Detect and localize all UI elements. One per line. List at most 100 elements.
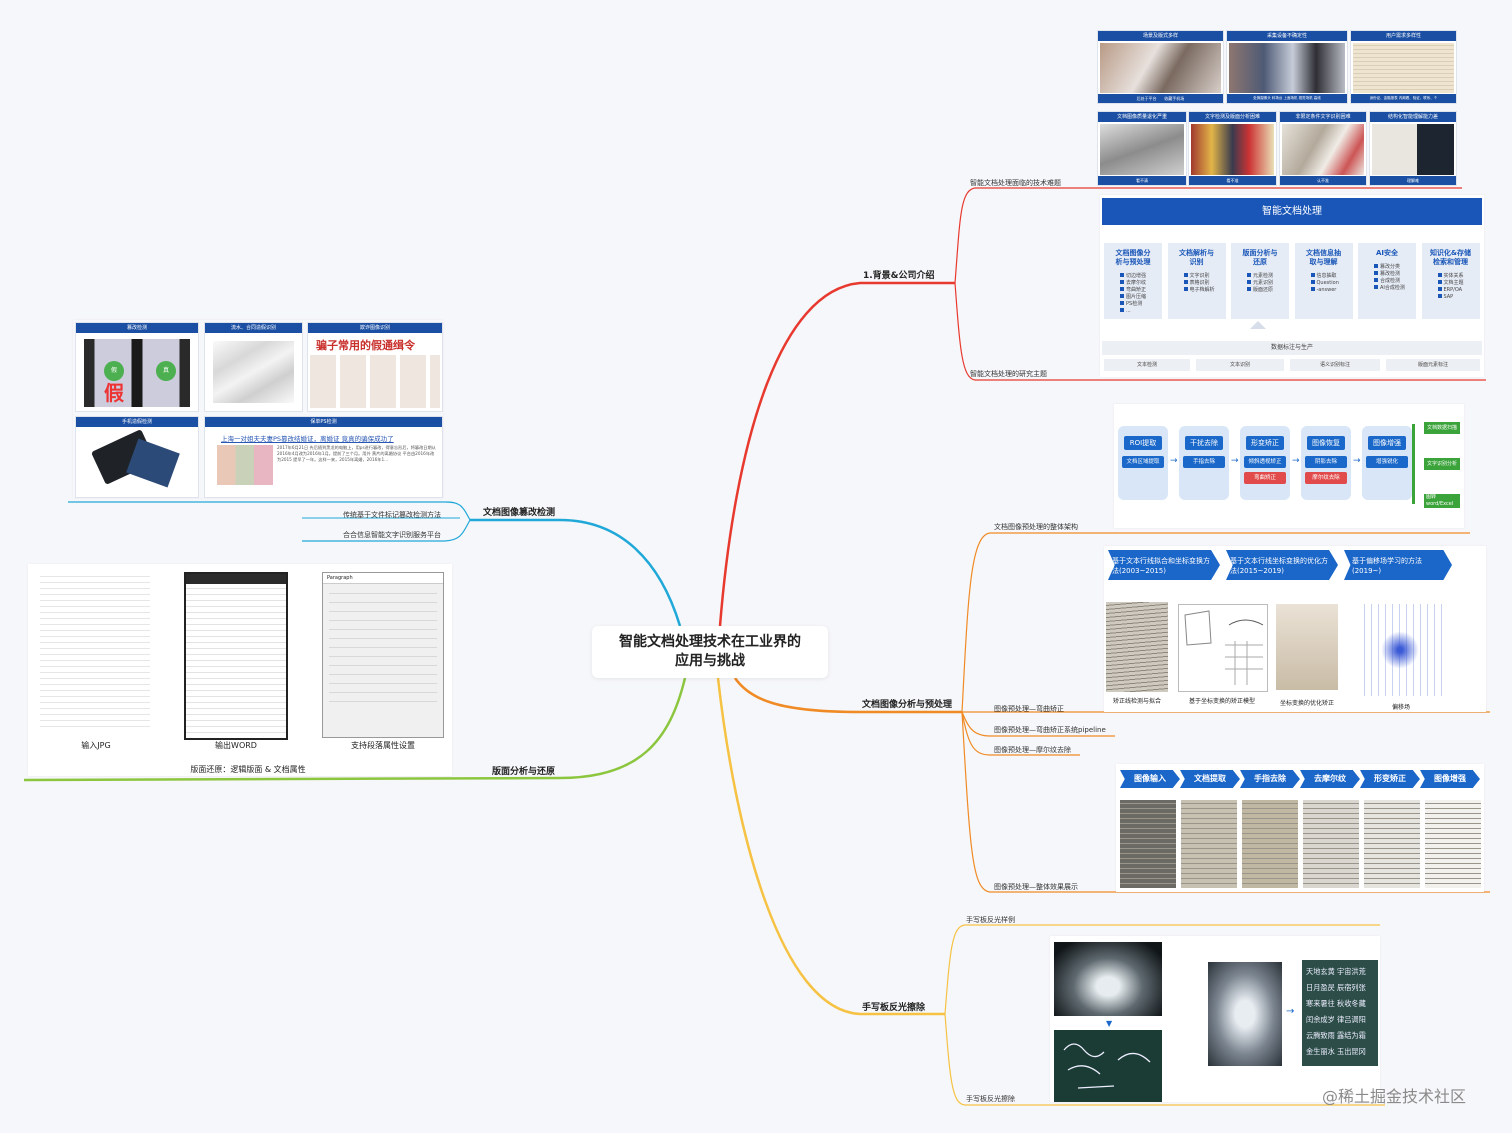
paragraph-dialog: Paragraph [322,572,444,738]
paragraph-dialog-title: Paragraph [323,573,443,584]
output-word-image [184,572,288,740]
annotation-row: 数据标注与生产 [1102,341,1482,355]
pipeline-image [1303,800,1359,888]
fraud-headline: 骗子常用的假通缉令 [316,339,415,352]
leaf-reflection-sample[interactable]: 手写板反光样例 [966,916,1015,924]
arch-stage-title: 图像增强 [1368,436,1406,450]
tamper-title: 欺诈图像识别 [308,323,442,333]
difficulty-caption: 认不准 [1280,176,1366,185]
real-mark: 真 [156,361,176,381]
link-bg [718,281,955,627]
reflection-panel: ▼ → 天地玄黄 宇宙洪荒日月盈昃 辰宿列张寒来暑往 秋收冬藏闰余成岁 律吕调阳… [1050,936,1380,1102]
input-jpg-image [40,572,150,732]
output-ocr: 文字识别分析 [1424,458,1460,470]
link-layout [23,677,687,782]
tamper-title: 保单PS检测 [205,417,442,427]
pipeline-image [1425,800,1481,888]
leaf-curve-correction[interactable]: 图像预处理—弯曲矫正 [994,705,1064,713]
difficulty-caption: 看不准 [1189,176,1276,185]
leaf-effect-display[interactable]: 图像预处理—整体效果展示 [994,883,1078,891]
tablet-reflection [1208,962,1282,1066]
research-item: 篡改分类 [1374,264,1416,271]
arrow-right-icon: → [1231,456,1239,466]
arrow-right-icon: → [1353,456,1361,466]
check-icon [1374,285,1378,289]
check-icon [1374,271,1378,275]
leaf-architecture[interactable]: 文档图像预处理的整体架构 [994,523,1078,531]
branch-layout-analysis[interactable]: 版面分析与还原 [492,767,556,777]
central-topic-line2: 应用与挑战 [675,653,745,669]
leaf-intsig-platform[interactable]: 合合信息智能文字识别服务平台 [343,531,441,539]
difficulty-title: 非限定条件文字识别困难 [1280,112,1366,122]
tamper-tile: 保单PS检测 上海一对姐夫夫妻PS篡改结婚证，离婚证 竟真的骗保成功了 2017… [204,416,443,498]
branch-background[interactable]: 1.背景&公司介绍 [863,271,935,281]
research-item: 元素检测 [1247,273,1289,280]
check-icon [1183,273,1188,277]
check-icon [1120,308,1124,312]
research-item: 切边增强 [1120,273,1162,280]
caption-paragraph-setting: 支持段落属性设置 [351,741,415,750]
branch-image-analysis[interactable]: 文档图像分析与预处理 [862,700,953,710]
difficulty-title: 文字检测及版面分析困难 [1189,112,1276,122]
link-tamper-leaf1 [68,501,471,521]
branch-reflection-removal[interactable]: 手写板反光擦除 [862,1003,926,1013]
difficulty-captions: 处换摄像头 科场台 上面场机 视觉场机 高线 [1227,94,1347,103]
arch-stage-title: 干扰去除 [1185,436,1223,450]
research-item: -answer [1310,287,1353,294]
handwriting-line: 天地玄黄 宇宙洪荒 [1306,967,1366,976]
policy-body: 2017年6月21日 先后随到黑龙的电脑上，用ps进行篡改，得意忘形后，将篡改日… [277,445,436,462]
annotation-item: 版面元素标注 [1386,359,1480,371]
leaf-research-topics[interactable]: 智能文档处理的研究主题 [970,370,1047,378]
central-topic[interactable]: 智能文档处理技术在工业界的 应用与挑战 [592,626,828,678]
branch-tamper-detection[interactable]: 文档图像篡改检测 [483,508,556,518]
pipeline-step: 去摩尔纹 [1300,770,1360,788]
leaf-pipeline[interactable]: 图像预处理—弯曲矫正系统pipeline [994,726,1106,734]
arch-stage-sub: 阴影去除 [1305,456,1347,468]
link-tamper-leaf2 [302,519,471,542]
arrow-right-icon: → [1292,456,1300,466]
arch-stage-sub: 文档区域提取 [1122,456,1164,468]
difficulty-caption: 理解难 [1370,176,1456,185]
fake-mark: 假 [104,361,124,381]
output-word: 图转word/Excel [1424,494,1460,508]
tamper-tile: 流水、合同造假识别 [204,322,303,412]
arch-stage: 图像增强增强锐化 [1362,426,1412,500]
tamper-title: 流水、合同造假识别 [205,323,302,333]
leaf-difficulties[interactable]: 智能文档处理面临的技术难题 [970,179,1061,187]
link-tamper [470,518,682,627]
arch-stage: 形变矫正倾斜透视矫正弯曲矫正 [1240,426,1290,500]
arrow-right-icon: → [1170,456,1178,466]
pipeline-panel: 图像输入文档提取手指去除去摩尔纹形变矫正图像增强 [1116,764,1484,892]
pipeline-image [1181,800,1237,888]
leaf-moire-removal[interactable]: 图像预处理—摩尔纹去除 [994,746,1071,754]
annotation-item: 语义识别标注 [1290,359,1380,371]
research-item: ... [1120,308,1162,315]
handwriting-line: 寒来暑往 秋收冬藏 [1306,999,1366,1008]
handwriting-line: 金生丽水 玉出昆冈 [1306,1047,1366,1056]
check-icon [1120,287,1124,291]
check-icon [1310,280,1315,284]
tamper-tile: 篡改检测 假 真 假 [75,322,199,412]
check-icon [1120,280,1124,284]
link-bg-leaf1 [954,187,1462,284]
curve-correction-panel: 基于文本行线拟合和坐标变换方法(2003~2015) 基于文本行线坐标变换的优化… [1104,546,1486,712]
arch-stage: 干扰去除手指去除 [1179,426,1229,500]
check-icon [1437,287,1442,291]
caption-input-jpg: 输入JPG [81,741,111,750]
research-item: SAP [1437,294,1480,301]
research-item: 版面还原 [1247,287,1289,294]
pipeline-step: 图像增强 [1420,770,1480,788]
central-topic-line1: 智能文档处理技术在工业界的 [619,634,801,650]
pipeline-step: 形变矫正 [1360,770,1420,788]
research-item: ERP/OA [1437,287,1480,294]
research-title: 智能文档处理 [1102,198,1482,225]
layout-panel: Paragraph 输入JPG 输出WORD 支持段落属性设置 版面还原：逻辑版… [28,564,452,776]
leaf-traditional-method[interactable]: 传统基于文件标记篡改检测方法 [343,511,441,519]
difficulty-tile: 结构化智能理解能力差 理解难 [1369,111,1457,186]
handwriting-line: 云腾致雨 露结为霜 [1306,1031,1366,1040]
policy-headline[interactable]: 上海一对姐夫夫妻PS篡改结婚证，离婚证 竟真的骗保成功了 [221,435,394,443]
research-column-title: 版面分析与还原 [1242,249,1278,266]
leaf-reflection-erase[interactable]: 手写板反光擦除 [966,1095,1015,1103]
